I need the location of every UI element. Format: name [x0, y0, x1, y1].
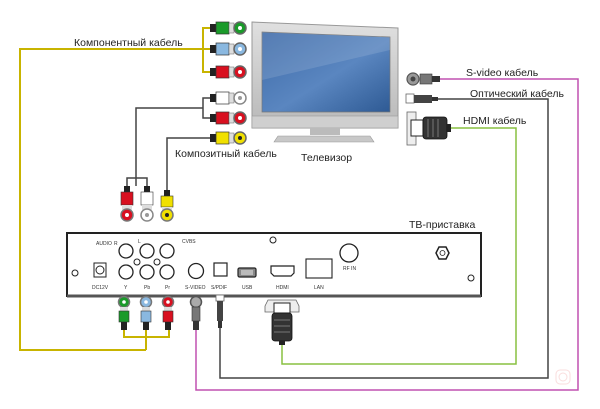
port-label-hdmi: HDMI — [276, 285, 289, 291]
tv-composite-connectors — [210, 91, 247, 145]
box-composite-plugs — [120, 186, 174, 222]
svideo-cable-label: S-video кабель — [466, 67, 539, 79]
component-cable-line — [19, 27, 210, 351]
port-label-audio-l: L — [138, 239, 141, 245]
optical-cable-line — [219, 98, 549, 379]
set-top-box-panel — [66, 232, 482, 298]
hdmi-cable-line — [281, 127, 517, 365]
box-hdmi-plug — [264, 299, 300, 345]
port-label-cvbs: CVBS — [182, 239, 196, 245]
port-label-usb: USB — [242, 285, 253, 291]
port-label-pb: Pb — [144, 285, 150, 291]
tv-label: Телевизор — [301, 152, 352, 164]
port-label-rfin: RF IN — [343, 266, 356, 272]
box-svideo-plug — [189, 295, 203, 330]
rca-plug-red-bottom — [161, 295, 175, 330]
box-component-plugs — [117, 295, 175, 330]
rca-plug-blue-bottom — [139, 295, 153, 330]
port-label-pr: Pr — [165, 285, 170, 291]
port-label-dc: DC12V — [92, 285, 109, 291]
port-label-audio: AUDIO — [96, 241, 112, 247]
composite-cable-line — [126, 97, 210, 190]
tv-svideo-connector — [406, 72, 440, 86]
optical-cable-label: Оптический кабель — [470, 88, 565, 100]
rca-plug-blue — [210, 42, 247, 56]
svideo-cable-line — [195, 78, 579, 391]
composite-cable-label: Композитный кабель — [175, 148, 277, 160]
rca-plug-white-box — [140, 186, 154, 222]
hdmi-cable-label: HDMI кабель — [463, 115, 527, 127]
port-label-audio-r: R — [114, 241, 118, 247]
port-label-svideo: S-VIDEO — [185, 285, 206, 291]
port-label-y: Y — [124, 285, 128, 291]
tv-optical-connector — [405, 93, 438, 104]
rca-plug-red-audio — [210, 111, 247, 125]
port-label-spdif: S/PDIF — [211, 285, 227, 291]
rca-plug-yellow-box — [160, 190, 174, 222]
tv-icon — [251, 21, 399, 143]
rca-plug-red-box — [120, 186, 134, 222]
panel-labels: AUDIO R L CVBS DC12V Y Pb Pr S-VIDEO S/P… — [92, 239, 356, 291]
rca-plug-green — [210, 21, 247, 35]
rca-plug-white — [210, 91, 247, 105]
rca-plug-yellow — [210, 131, 247, 145]
rca-plug-red — [210, 65, 247, 79]
watermark-icon — [555, 369, 571, 385]
tv-component-connectors — [210, 21, 247, 79]
component-cable-label: Компонентный кабель — [74, 37, 183, 49]
rca-plug-green-bottom — [117, 295, 131, 330]
port-label-lan: LAN — [314, 285, 324, 291]
set-top-box-label: ТВ-приставка — [409, 219, 475, 231]
box-optical-plug — [215, 294, 225, 328]
tv-hdmi-connector — [406, 111, 451, 146]
